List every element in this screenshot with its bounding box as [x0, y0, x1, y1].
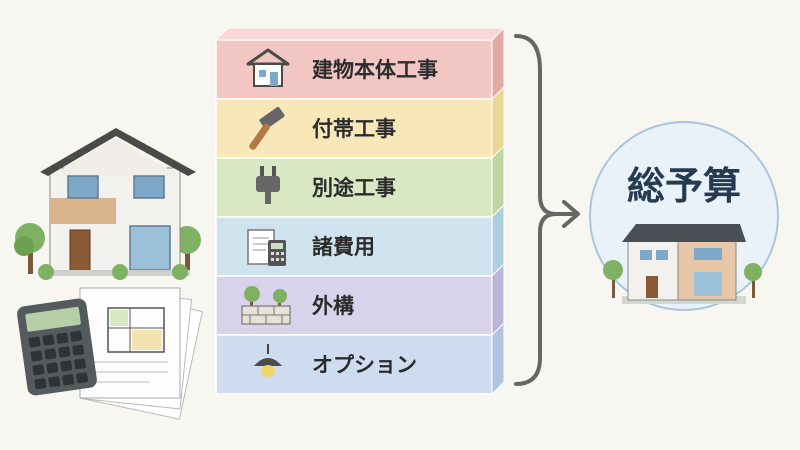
arrow-head-icon: [562, 200, 580, 228]
left-tree: [14, 223, 45, 274]
cost-layer-label: 外構: [312, 293, 354, 318]
cost-layer-top: [214, 27, 506, 41]
total-house-illustration: [603, 224, 762, 304]
hammer-icon: [249, 106, 285, 150]
house-icon: [246, 48, 290, 87]
cost-layer-stack: [214, 26, 506, 396]
cost-layer-label: オプション: [312, 352, 417, 377]
document-calculator-icon: [247, 229, 286, 266]
calculator-icon: [17, 298, 97, 396]
cost-layer-side: [491, 321, 505, 396]
pendant-lamp-icon: [254, 344, 282, 377]
plug-icon: [256, 166, 280, 204]
right-brace: [514, 34, 557, 386]
cost-layer-label: 建物本体工事: [312, 57, 438, 82]
total-budget-label: 総予算: [626, 164, 741, 208]
garden-wall-icon: [241, 286, 291, 325]
floorplan-documents: [79, 287, 203, 420]
left-house-illustration: [14, 128, 201, 280]
cost-layer-label: 諸費用: [312, 234, 375, 259]
cost-layer-label: 別途工事: [312, 175, 396, 200]
cost-layer-label: 付帯工事: [312, 116, 396, 141]
